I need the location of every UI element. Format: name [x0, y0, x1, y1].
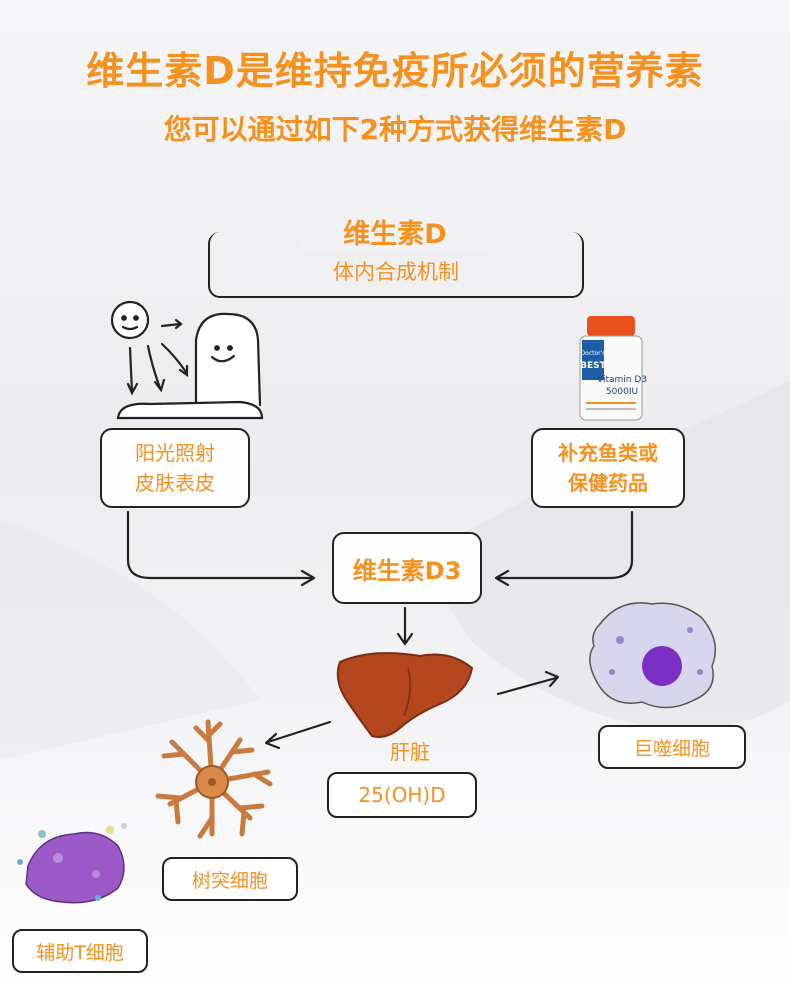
dendritic-cell-icon	[155, 719, 273, 839]
arrow-liver-to-dendritic	[266, 720, 332, 744]
supplement-line1: 补充鱼类或	[558, 441, 658, 465]
synthesis-title: 维生素D	[300, 212, 490, 251]
arrow-supplement-to-d3	[496, 510, 634, 580]
supplement-line2: 保健药品	[568, 471, 648, 495]
vitamin-d3-box: 维生素D3	[332, 532, 482, 604]
macrophage-label: 巨噬细胞	[633, 737, 710, 760]
bottle-brand-text: Doctor's	[581, 350, 606, 357]
sunlight-line2: 皮肤表皮	[135, 471, 215, 495]
helper-t-label: 辅助T细胞	[36, 941, 124, 964]
helper-t-box: 辅助T细胞	[12, 929, 148, 973]
bottle-product-line2: 5000IU	[606, 387, 638, 397]
supplement-bottle-icon: Doctor's BEST Vitamin D3 5000IU	[579, 316, 647, 421]
sunlight-box: 阳光照射 皮肤表皮	[100, 428, 250, 508]
macrophage-icon	[589, 602, 717, 709]
skin-character-icon	[116, 312, 264, 420]
dendritic-label: 树突细胞	[191, 869, 268, 892]
arrow-sun-to-d3	[126, 510, 314, 580]
bottle-product-line1: Vitamin D3	[597, 375, 647, 385]
flow-arrows	[126, 510, 634, 750]
supplement-box: 补充鱼类或 保健药品	[531, 428, 685, 508]
svg-text:BEST: BEST	[580, 361, 606, 371]
liver-label: 肝脏	[390, 740, 430, 764]
page-title: 维生素D是维持免疫所必须的营养素	[86, 49, 704, 93]
sun-figure-icon	[110, 300, 189, 396]
synthesis-subtitle: 体内合成机制	[333, 260, 459, 284]
vitamin-d3-label: 维生素D3	[352, 556, 462, 585]
synthesis-box	[208, 232, 584, 298]
metabolite-box: 25(OH)D	[327, 772, 477, 818]
metabolite-label: 25(OH)D	[358, 783, 446, 807]
page-subtitle: 您可以通过如下2种方式获得维生素D	[163, 113, 627, 146]
dendritic-box: 树突细胞	[162, 857, 298, 901]
arrow-liver-to-macrophage	[496, 676, 558, 696]
macrophage-box: 巨噬细胞	[598, 725, 746, 769]
liver-icon	[336, 652, 474, 738]
sunlight-line1: 阳光照射	[135, 441, 215, 465]
helper-t-cell-icon	[17, 823, 127, 904]
